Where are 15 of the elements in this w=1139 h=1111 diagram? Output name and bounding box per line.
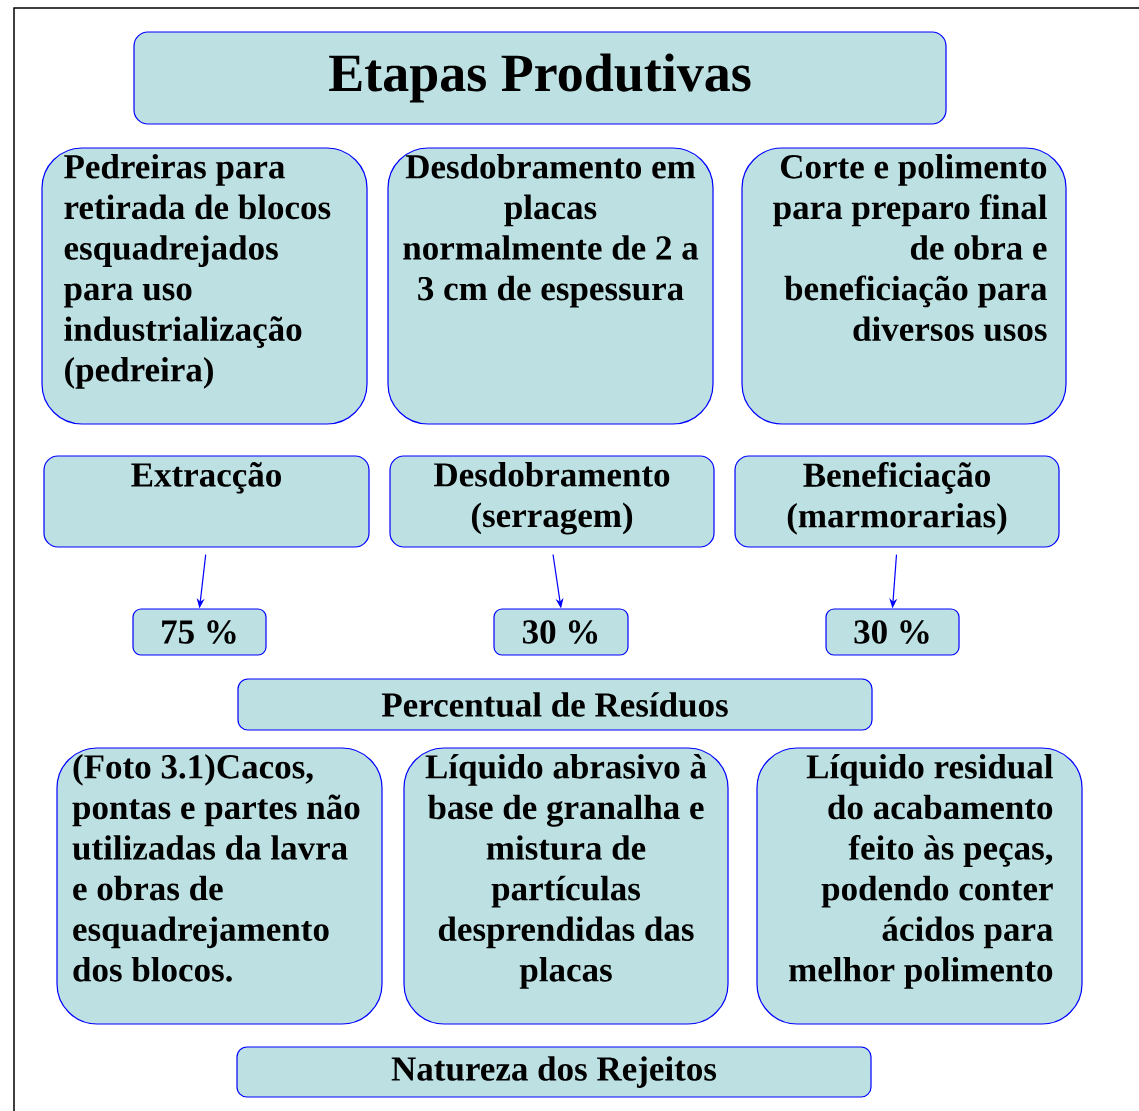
- waste-description-box: Líquido residual do acabamento feito às peças, podendo conter ácidos para melhor polimento: [756, 747, 1083, 1025]
- percentage-box: 30 %: [493, 608, 629, 656]
- title-box: Etapas Produtivas: [133, 31, 947, 125]
- waste-description-box: (Foto 3.1)Cacos, pontas e partes não utilizadas da lavra e obras de esquadrejamento dos blocos.: [56, 747, 383, 1025]
- percentage-box: 75 %: [132, 608, 267, 656]
- stage-description-box: Pedreiras para retirada de blocos esquadrejados para uso industrialização (pedreira): [41, 147, 368, 425]
- percentage-box: 30 %: [825, 608, 960, 656]
- stage-description-box: Desdobramento em placas normalmente de 2 a 3 cm de espessura: [387, 147, 714, 425]
- stage-box: Beneficiação (marmorarias): [734, 455, 1060, 548]
- waste-description-box: Líquido abrasivo à base de granalha e mistura de partículas desprendidas das placas: [403, 747, 729, 1025]
- stage-description-box: Corte e polimento para preparo final de obra e beneficiação para diversos usos: [741, 147, 1067, 425]
- heading-box: Percentual de Resíduos: [237, 678, 873, 731]
- stage-box: Extracção: [43, 455, 370, 548]
- heading-box: Natureza dos Rejeitos: [236, 1046, 872, 1098]
- stage-box: Desdobramento (serragem): [389, 455, 715, 548]
